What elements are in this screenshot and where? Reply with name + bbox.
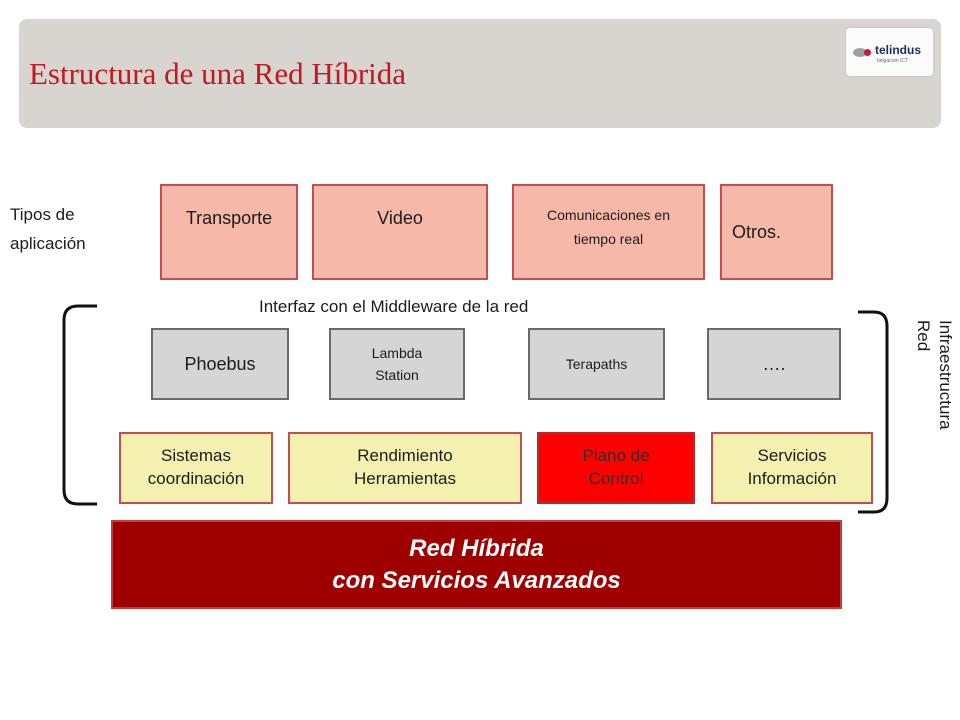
middleware-box-phoebus: Phoebus (151, 328, 289, 400)
app-box-video: Video (312, 184, 488, 280)
middleware-box-terapaths-label: Terapaths (565, 355, 628, 372)
logo-mark-icon (853, 48, 867, 57)
middleware-box-lambda: Lambda Station (329, 328, 465, 400)
app-box-transporte: Transporte (160, 184, 298, 280)
middleware-box-more-label: …. (762, 353, 786, 374)
tool-box-servicios-label: Servicios Información (747, 446, 837, 488)
logo-text: telindus (875, 43, 922, 57)
base-red-hibrida: Red Híbrida con Servicios Avanzados (111, 520, 842, 609)
left-bracket (62, 304, 97, 506)
label-infraestructura-line2: Red (914, 320, 933, 352)
tool-box-rendimiento: Rendimiento Herramientas (288, 432, 522, 504)
middleware-box-terapaths: Terapaths (528, 328, 665, 400)
header-banner: Estructura de una Red Híbrida telindus b… (19, 19, 941, 128)
tool-box-plano-control-label: Plano de Control (582, 446, 650, 488)
tool-box-rendimiento-label: Rendimiento Herramientas (353, 446, 457, 488)
tool-box-servicios: Servicios Información (711, 432, 873, 504)
logo-subtext: belgacom ICT (877, 58, 909, 64)
label-infraestructura-red: Infraestructura Red (904, 320, 956, 480)
middleware-box-lambda-label: Lambda Station (371, 344, 423, 383)
app-box-otros: Otros. (720, 184, 833, 280)
app-box-video-label: Video (377, 208, 423, 228)
label-tipos-line2: aplicación (10, 234, 86, 253)
app-box-otros-label: Otros. (732, 221, 782, 242)
app-box-transporte-label: Transporte (185, 208, 273, 228)
label-infraestructura-line1: Infraestructura (936, 320, 955, 430)
base-line2: con Servicios Avanzados (332, 566, 621, 594)
middleware-box-phoebus-label: Phoebus (184, 353, 256, 374)
app-box-comunicaciones-label: Comunicaciones en tiempo real (547, 207, 670, 247)
middleware-interface-label: Interfaz con el Middleware de la red (259, 297, 529, 316)
tool-box-sistemas-label: Sistemas coordinación (147, 446, 245, 488)
label-tipos-aplicacion: Tipos de aplicación (10, 200, 86, 258)
label-tipos-line1: Tipos de (10, 205, 75, 224)
page-title: Estructura de una Red Híbrida (29, 56, 407, 91)
app-box-comunicaciones: Comunicaciones en tiempo real (512, 184, 705, 280)
tool-box-plano-control: Plano de Control (537, 432, 695, 504)
base-line1: Red Híbrida (409, 535, 544, 563)
right-bracket (858, 310, 889, 514)
telindus-logo: telindus belgacom ICT (846, 28, 933, 76)
logo-dot-icon (864, 49, 871, 56)
tool-box-sistemas: Sistemas coordinación (119, 432, 273, 504)
middleware-box-more: …. (707, 328, 841, 400)
